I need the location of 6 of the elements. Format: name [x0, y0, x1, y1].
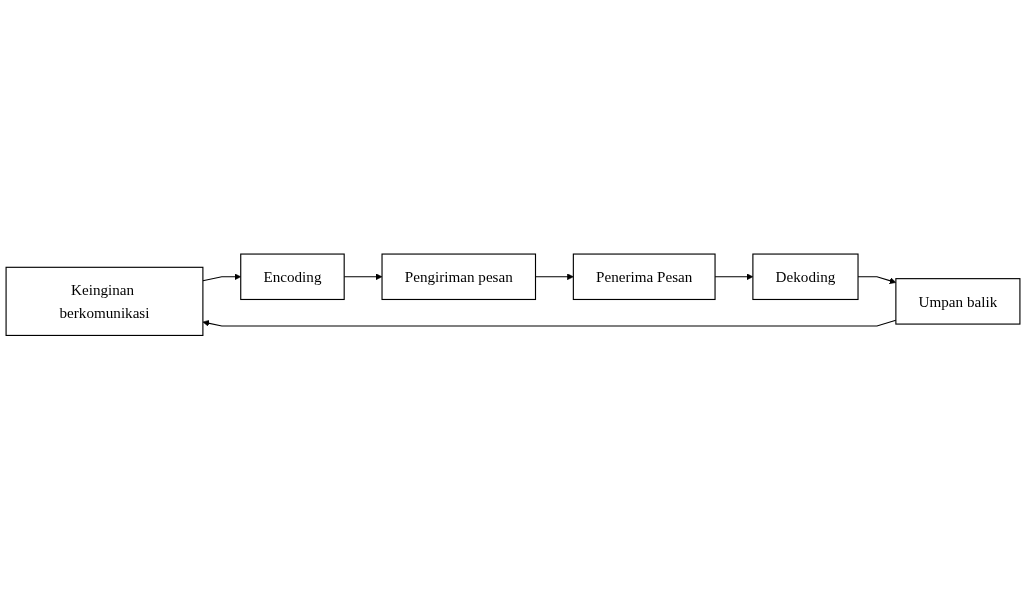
node-box: Penerima Pesan: [572, 253, 716, 300]
node-box: Umpan balik: [895, 277, 1021, 325]
node-box: Encoding: [240, 253, 345, 300]
node-box: Keinginan berkomunikasi: [5, 266, 204, 336]
node-box: Dekoding: [752, 253, 859, 300]
node-box: Pengiriman pesan: [381, 253, 537, 300]
